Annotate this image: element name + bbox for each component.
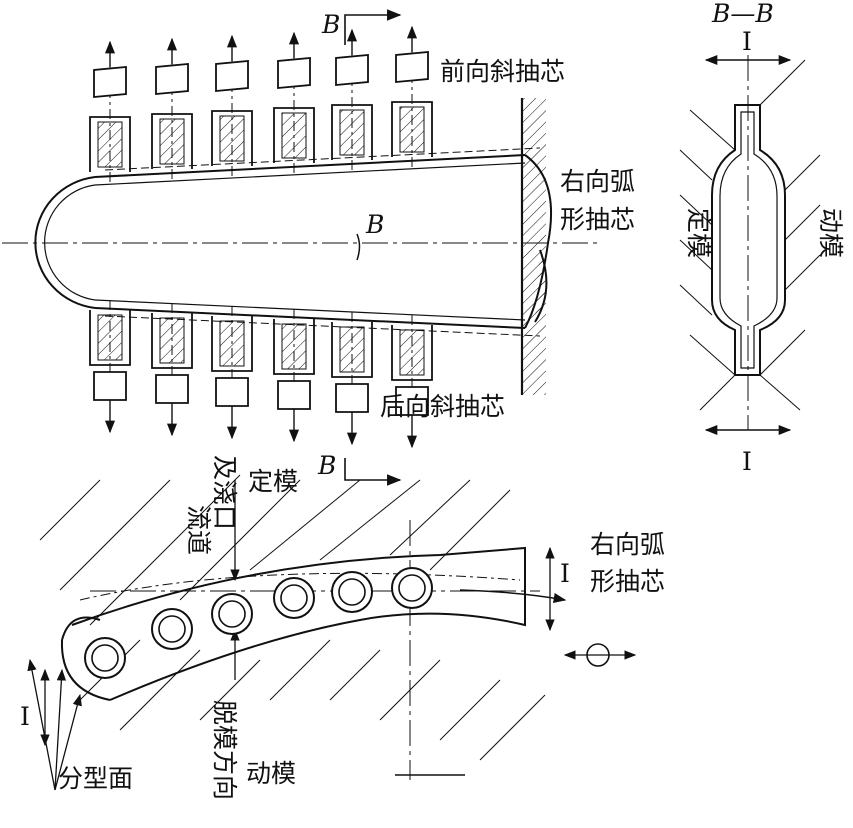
section-mark-top: B [321, 10, 340, 39]
front-core-boss [331, 28, 373, 170]
front-core-boss [211, 34, 253, 176]
front-core-bosses [89, 25, 433, 182]
roman-one-left: I [20, 702, 30, 731]
right-arc-core-line2: 形抽芯 [560, 205, 635, 234]
tube-top-outer [94, 154, 526, 178]
core-ring-inner [280, 584, 308, 612]
moving-mold-vertical: 动模 [816, 208, 845, 258]
tube-end-outer [34, 176, 96, 309]
fixed-mold-bottom: 定模 [248, 467, 298, 496]
front-core-boss [391, 25, 433, 167]
core-ring-inner [158, 615, 186, 643]
roman-one-top: I [742, 27, 752, 56]
roman-one-bottom: I [742, 447, 752, 476]
front-core-boss [89, 40, 131, 182]
rear-core-boss [151, 303, 193, 437]
rear-core-bosses [89, 300, 433, 449]
fixed-mold-vertical: 定模 [684, 208, 713, 258]
core-ring-inner [338, 578, 366, 606]
runner-gate-line1: 流道 [184, 505, 213, 555]
front-core-label: 前向斜抽芯 [440, 57, 565, 86]
curved-part-view [27, 474, 637, 791]
parting-surface: 分型面 [58, 764, 133, 793]
front-core-boss [273, 31, 315, 173]
right-arc-core-line1: 右向弧 [560, 167, 635, 196]
section-mark-mid: B [365, 210, 384, 239]
tube-top-inner [94, 162, 526, 186]
rear-core-label: 后向斜抽芯 [380, 392, 505, 421]
tube-end-inner [44, 184, 96, 301]
front-core-boss [151, 37, 193, 179]
core-ring-outer [151, 608, 193, 650]
core-ring-outer [331, 571, 373, 613]
rear-core-boss [391, 315, 433, 449]
arc-core-bottom-line2: 形抽芯 [590, 567, 665, 596]
rear-core-boss [331, 312, 373, 446]
runner-gate-line2: 及浇口 [210, 455, 239, 530]
rear-core-boss [89, 300, 131, 434]
core-ring-outer [84, 637, 126, 679]
rear-core-boss [211, 306, 253, 440]
roman-one-right: I [560, 559, 570, 588]
demold-direction: 脱模方向 [210, 700, 239, 800]
section-title: B—B [711, 0, 774, 28]
core-ring-inner [91, 644, 119, 672]
core-ring-outer [273, 577, 315, 619]
section-b-b-view [679, 54, 821, 436]
core-rings [84, 567, 433, 679]
section-mark-bottom: B [317, 451, 336, 480]
tube-bottom-inner [94, 299, 526, 321]
arc-core-bottom-line1: 右向弧 [590, 530, 665, 559]
section-b-markers [344, 9, 402, 486]
core-ring-inner [218, 600, 246, 628]
moving-mold-bottom: 动模 [246, 759, 296, 788]
rear-core-boss [273, 309, 315, 443]
core-ring-outer [391, 567, 433, 609]
tube-bottom-outer [94, 307, 526, 329]
core-ring-outer [211, 593, 253, 635]
plan-view [2, 98, 600, 395]
core-ring-inner [398, 574, 426, 602]
